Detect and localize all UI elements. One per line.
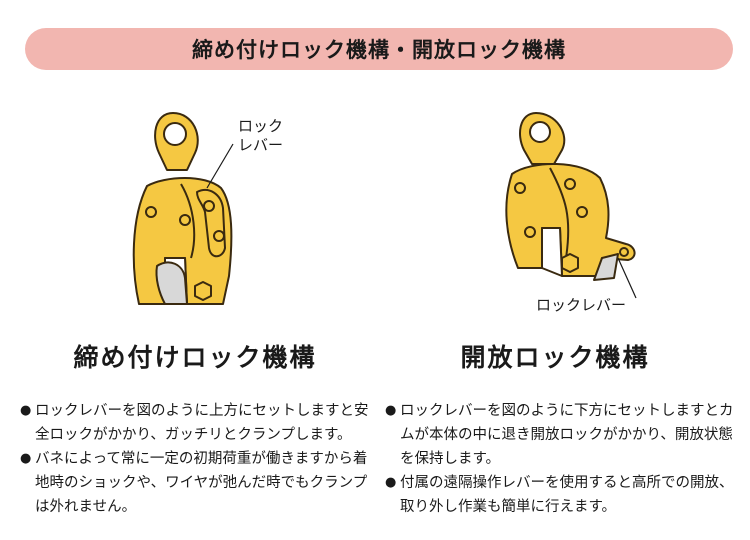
bullet-item: 付属の遠隔操作レバーを使用すると高所での開放、取り外し作業も簡単に行えます。 [385,471,740,519]
release-lock-description: ロックレバーを図のように下方にセットしますとカムが本体の中に退き開放ロックがかか… [385,399,740,519]
callout-line-2: レバー [238,136,284,154]
banner-title: 締め付けロック機構・開放ロック機構 [192,38,566,62]
bullet-item: バネによって常に一定の初期荷重が働きますから着地時のショックや、ワイヤが弛んだ時… [20,447,375,519]
tightening-lock-heading: 締め付けロック機構 [73,343,317,372]
bullet-item: ロックレバーを図のように下方にセットしますとカムが本体の中に退き開放ロックがかか… [385,399,740,471]
release-lock-heading: 開放ロック機構 [460,343,650,372]
tightening-lock-clamp-illustration [132,112,234,305]
bullet-item: ロックレバーを図のように上方にセットしますと安全ロックがかかり、ガッチリとクラン… [20,399,375,447]
callout-line-1: ロック [238,117,284,135]
tightening-lock-description: ロックレバーを図のように上方にセットしますと安全ロックがかかり、ガッチリとクラン… [20,399,375,519]
section-banner: 締め付けロック機構・開放ロック機構 [25,28,733,70]
lock-lever-callout-left: ロック レバー [238,117,283,155]
callout-label: ロックレバー [536,296,627,314]
lock-lever-callout-right: ロックレバー [536,296,626,315]
release-lock-clamp-illustration [505,112,637,299]
